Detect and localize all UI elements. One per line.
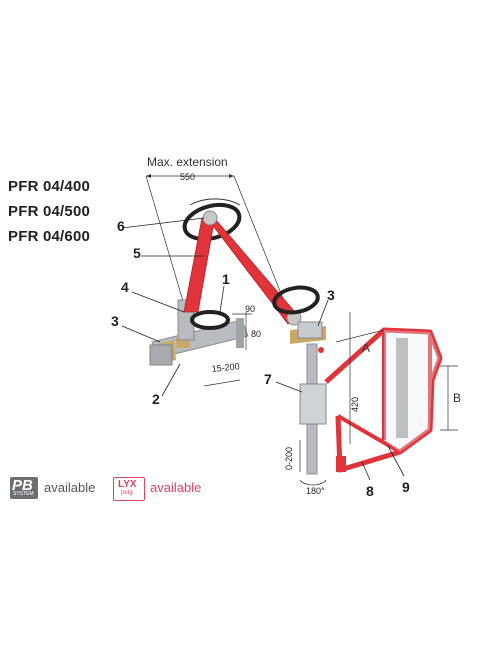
part-label-5: 5: [133, 245, 141, 261]
rotation-arc-top: [189, 198, 241, 206]
part-label-2: 2: [152, 391, 160, 407]
part-label-8: 8: [366, 483, 374, 499]
guard-lower-rail: [336, 414, 432, 455]
dim-180-arc: [299, 479, 327, 486]
rotation-ring-lower: [190, 310, 230, 330]
brass-clamp: [176, 338, 190, 348]
leader-3-left: [121, 325, 161, 343]
model-label-600: PFR 04/600: [8, 228, 91, 245]
mount-plate: [299, 383, 327, 425]
leader-3-right: [317, 299, 329, 327]
lyx-available-text: available: [150, 480, 202, 495]
part-label-9: 9: [402, 479, 410, 495]
leader-6: [121, 217, 205, 229]
extension-value: 550: [180, 172, 195, 182]
rotation-ring-end: [272, 285, 320, 315]
dim-A-text: A: [362, 341, 370, 355]
lyx-badge-text: LYX: [118, 479, 137, 490]
dim-B-text: B: [453, 391, 461, 405]
dim-A-line: [335, 329, 385, 343]
rail-end-block: [149, 344, 173, 366]
guard-panel-dark: [396, 338, 408, 438]
dim-90-text: 90: [245, 304, 255, 314]
leader-2: [161, 363, 181, 397]
guard-screen: [384, 330, 440, 452]
lyx-petg-badge: LYX petg: [113, 477, 145, 501]
dim-80-text: 80: [251, 329, 261, 339]
lyx-badge-sub: petg: [121, 490, 133, 496]
pb-badge-text: PB: [12, 477, 33, 494]
extension-leader-left: [145, 175, 189, 319]
leader-1: [219, 285, 225, 313]
model-label-400: PFR 04/400: [8, 178, 91, 195]
dim-0-200-text: 0-200: [284, 447, 294, 470]
dim-420-text: 420: [350, 397, 360, 412]
part-label-1: 1: [222, 271, 230, 287]
part-label-4: 4: [121, 279, 129, 295]
pb-available-text: available: [44, 480, 96, 495]
rotation-ring-upper: [182, 202, 242, 242]
part-label-6: 6: [117, 218, 125, 234]
dim-180-text: 180°: [306, 486, 325, 496]
model-label-500: PFR 04/500: [8, 203, 91, 220]
max-extension-label: Max. extension: [147, 155, 228, 169]
leader-9: [387, 445, 405, 477]
dim-15-200-line: [203, 379, 241, 387]
rail-end-bracket: [236, 318, 244, 348]
post-knob: [318, 347, 324, 353]
part-label-3-left: 3: [111, 313, 119, 329]
pb-system-badge: PB SYSTEM: [10, 477, 38, 499]
leader-7: [275, 381, 303, 393]
top-bracket-right: [297, 321, 323, 339]
part-label-7: 7: [264, 371, 272, 387]
guard-foot: [336, 456, 346, 472]
part-label-3-right: 3: [327, 287, 335, 303]
leader-8: [361, 461, 371, 481]
joint-6: [202, 210, 218, 226]
leader-4: [131, 291, 185, 313]
dim-15-200-text: 15-200: [211, 361, 240, 374]
pb-badge-sub: SYSTEM: [13, 491, 34, 497]
